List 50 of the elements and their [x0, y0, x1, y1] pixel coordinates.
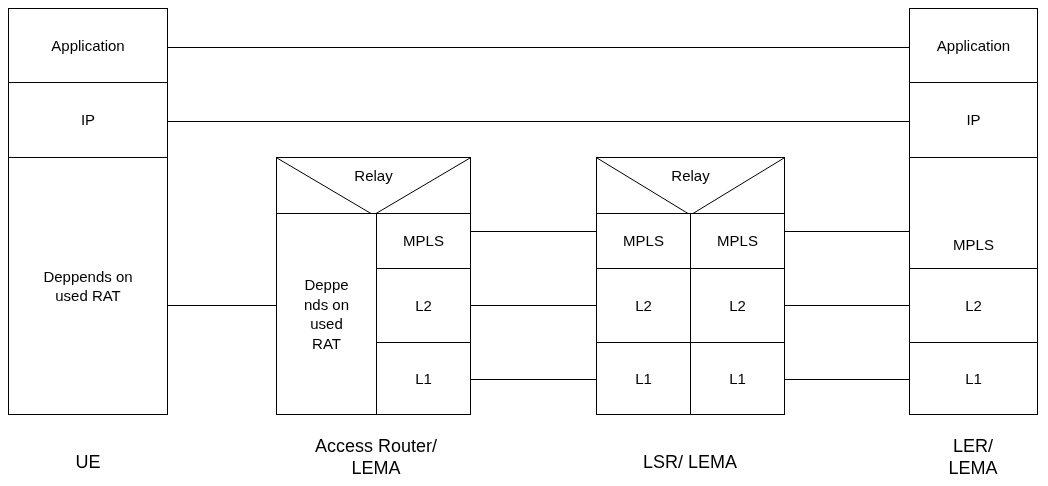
layer-label: L2 — [635, 295, 652, 316]
connector-line — [470, 231, 597, 232]
connector-line — [784, 231, 910, 232]
connector-line — [167, 305, 277, 306]
connector-line — [470, 379, 597, 380]
layer-label: Relay — [354, 166, 393, 186]
layer-label: MPLS — [953, 234, 994, 254]
device-label: LSR/ LEMA — [641, 452, 738, 474]
protocol-layer-box — [909, 268, 1038, 343]
relay-triangle-box — [596, 157, 785, 214]
connector-line — [784, 379, 910, 380]
layer-label: Application — [51, 35, 125, 56]
protocol-layer-box — [596, 213, 691, 269]
layer-label: Relay — [671, 166, 710, 186]
protocol-layer-box — [909, 157, 1038, 269]
device-label: Access Router/ LEMA — [313, 436, 438, 480]
relay-triangle-box — [276, 157, 471, 214]
protocol-layer-box — [690, 342, 785, 415]
layer-label: IP — [80, 110, 96, 130]
layer-label: IP — [966, 110, 981, 130]
layer-label: MPLS — [403, 231, 444, 251]
protocol-layer-box — [909, 8, 1038, 83]
layer-label: Application — [936, 35, 1011, 56]
layer-label: L1 — [965, 368, 982, 389]
protocol-layer-box — [909, 82, 1038, 158]
layer-label: L2 — [965, 295, 982, 316]
protocol-layer-box — [596, 342, 691, 415]
protocol-layer-box — [276, 213, 377, 415]
protocol-layer-box — [376, 213, 471, 269]
layer-label: Deppends on used RAT — [42, 266, 134, 306]
connector-line — [167, 121, 910, 122]
layer-label: L1 — [415, 368, 432, 389]
connector-line — [470, 305, 597, 306]
connector-line — [784, 305, 910, 306]
layer-label: MPLS — [717, 231, 758, 251]
layer-label: MPLS — [623, 231, 664, 251]
layer-label: L2 — [415, 295, 432, 316]
connector-line — [167, 47, 910, 48]
protocol-layer-box — [690, 213, 785, 269]
device-label: LER/ LEMA — [947, 436, 999, 480]
protocol-layer-box — [8, 157, 168, 415]
layer-label: L2 — [729, 295, 746, 316]
layer-label: L1 — [729, 368, 746, 389]
protocol-layer-box — [8, 82, 168, 158]
protocol-layer-box — [376, 342, 471, 415]
layer-label: Deppe nds on used RAT — [302, 275, 350, 353]
device-label: UE — [74, 452, 102, 474]
protocol-layer-box — [8, 8, 168, 83]
layer-label: L1 — [635, 368, 652, 389]
protocol-layer-box — [909, 342, 1038, 415]
